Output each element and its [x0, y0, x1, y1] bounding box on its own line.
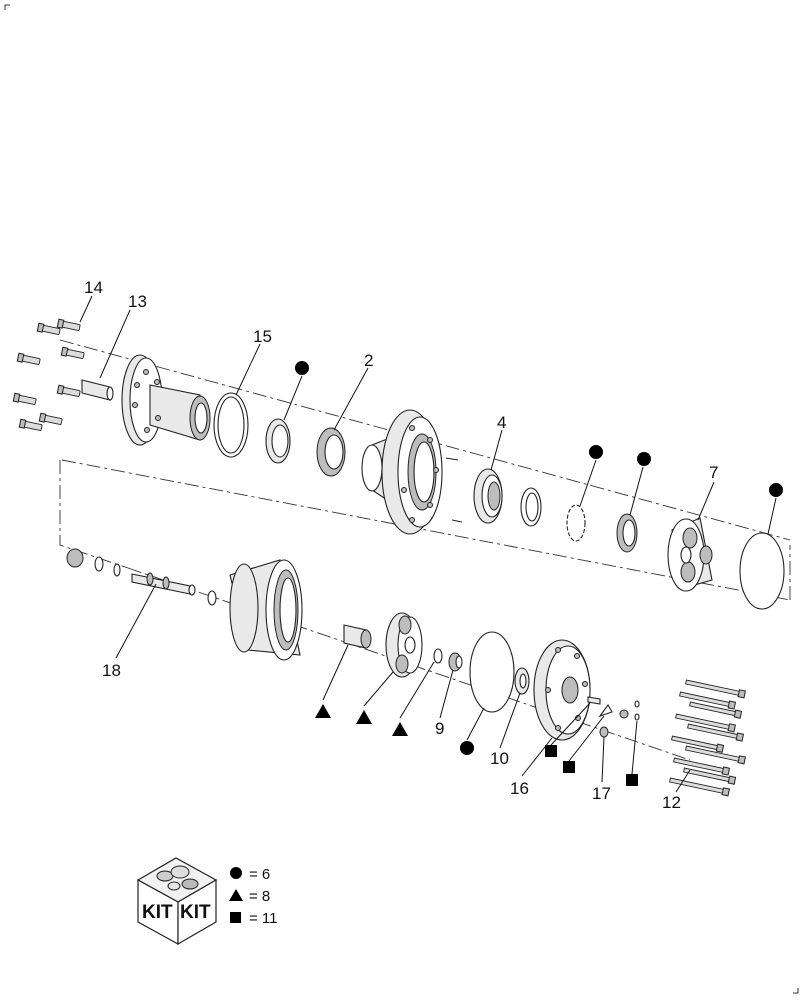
kit-markers: [295, 361, 783, 786]
legend-square-count: = 11: [249, 910, 278, 927]
planet-gear: [343, 624, 372, 649]
kit-legend: = 6 = 8 = 11: [229, 866, 278, 927]
callout-2: 2: [364, 351, 373, 370]
long-bolt: [689, 701, 743, 719]
kit-box-icon: KIT KIT: [136, 857, 218, 946]
circle-marker-icon: [769, 483, 783, 497]
thrust-washer: [520, 487, 542, 527]
shaft-seal: [316, 427, 346, 477]
callout-9: 9: [435, 719, 444, 738]
circle-marker-icon: [589, 445, 603, 459]
callout-13: 13: [128, 292, 147, 311]
kit-label-right: KIT: [180, 902, 211, 923]
corner-mark-icon: [4, 4, 10, 10]
long-bolt: [687, 723, 745, 742]
snap-ring: [566, 504, 586, 542]
callout-12: 12: [662, 793, 681, 812]
corner-mark-icon: [793, 988, 799, 994]
cover-hardware: [587, 696, 640, 738]
square-marker-icon: [626, 774, 638, 786]
planet-carrier: [667, 517, 713, 592]
housing-o-ring: [739, 532, 785, 610]
callout-16: 16: [510, 779, 529, 798]
end-cover: [533, 639, 591, 741]
hub-housing: [361, 409, 463, 535]
leader-lines: [79, 295, 777, 793]
long-bolt: [683, 767, 737, 785]
callout-10: 10: [490, 749, 509, 768]
triangle-marker-icon: [315, 704, 331, 718]
spacer-ring: [433, 648, 443, 664]
circle-marker-icon: [230, 867, 242, 879]
input-shaft: [131, 572, 217, 606]
input-bearing-set: [66, 548, 121, 577]
long-bolt: [671, 735, 725, 753]
callout-7: 7: [709, 463, 718, 482]
long-bolt: [679, 691, 737, 710]
spindle-flange: [121, 354, 211, 446]
sun-gear: [448, 652, 463, 672]
callout-14: 14: [84, 278, 103, 297]
square-marker-icon: [563, 761, 575, 773]
long-bolt: [675, 713, 737, 733]
circle-marker-icon: [295, 361, 309, 375]
square-marker-icon: [230, 912, 241, 923]
triangle-marker-icon: [356, 710, 372, 724]
dowel-sleeve: [81, 379, 114, 401]
long-bolt: [669, 777, 731, 797]
seal-ring: [265, 418, 291, 464]
circle-marker-icon: [637, 452, 651, 466]
lip-seal: [616, 513, 638, 553]
ring-gear: [229, 559, 303, 661]
callout-labels: 14 13 15 2 4 7 18 9 10 16 17 12: [84, 278, 718, 812]
secondary-carrier: [385, 612, 423, 678]
callout-4: 4: [497, 413, 506, 432]
legend-circle-count: = 6: [249, 866, 270, 883]
legend-triangle-count: = 8: [249, 888, 270, 905]
long-bolt: [685, 745, 747, 765]
kit-label-left: KIT: [142, 902, 173, 923]
long-bolt: [685, 679, 747, 699]
cover-bolt-set: [669, 679, 747, 797]
triangle-marker-icon: [392, 722, 408, 736]
cover-o-ring: [469, 631, 515, 713]
circle-marker-icon: [460, 741, 474, 755]
long-bolt: [673, 757, 731, 776]
callout-17: 17: [592, 784, 611, 803]
taper-bearing: [473, 468, 503, 524]
cover-washer: [514, 667, 530, 695]
callout-18: 18: [102, 661, 121, 680]
bolt-set: [12, 318, 85, 431]
o-ring-large: [213, 392, 249, 458]
callout-15: 15: [253, 327, 272, 346]
triangle-marker-icon: [229, 889, 243, 901]
square-marker-icon: [545, 745, 557, 757]
